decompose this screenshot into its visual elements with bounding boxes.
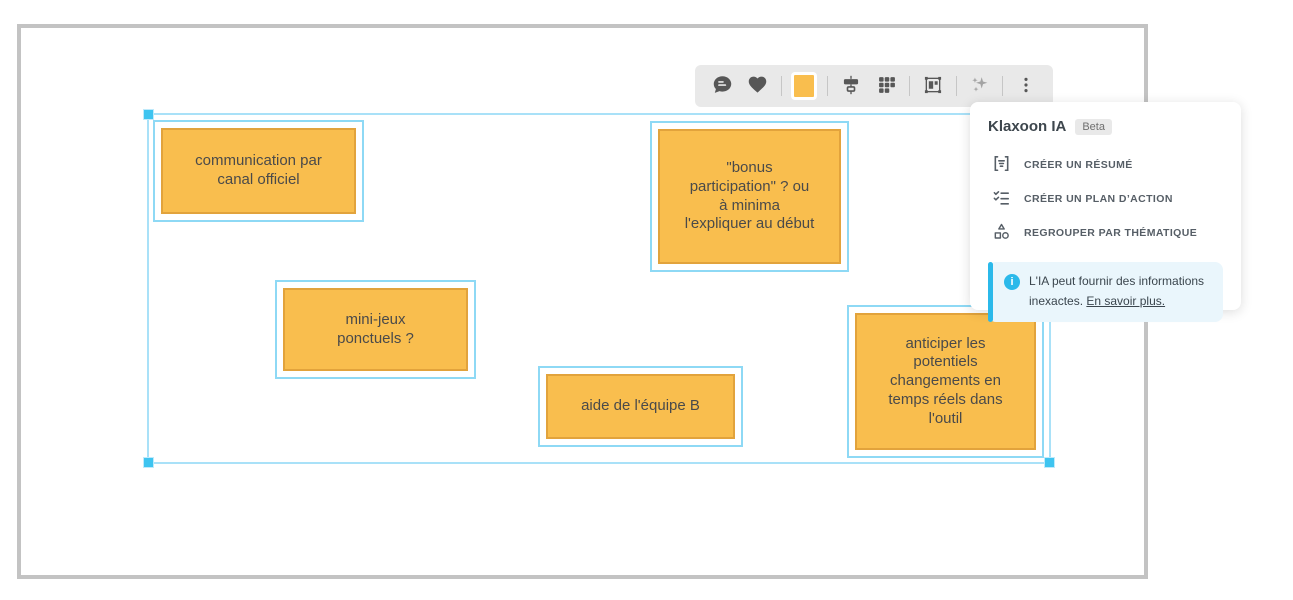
sticky-note-body[interactable]: anticiper les potentiels changements en … (855, 313, 1036, 450)
sticky-note-body[interactable]: mini-jeux ponctuels ? (283, 288, 468, 371)
align-button[interactable] (838, 73, 864, 99)
sticky-note-text: anticiper les potentiels changements en … (888, 334, 1003, 427)
ai-disclaimer: i L'IA peut fournir des informations ine… (988, 262, 1223, 322)
more-icon (1017, 76, 1035, 97)
sticky-note-body[interactable]: "bonus participation" ? ou à minima l'ex… (658, 129, 841, 264)
menu-item-label: CRÉER UN RÉSUMÉ (1024, 159, 1133, 171)
menu-item-group-by-theme[interactable]: REGROUPER PAR THÉMATIQUE (988, 216, 1223, 250)
ai-menu: CRÉER UN RÉSUMÉ CRÉER UN PLAN D’ACTION R… (988, 148, 1223, 250)
toolbar-divider (955, 76, 957, 96)
group-theme-icon (992, 222, 1011, 244)
comment-button[interactable] (709, 73, 735, 99)
sticky-note-text: mini-jeux ponctuels ? (337, 310, 414, 347)
menu-item-create-summary[interactable]: CRÉER UN RÉSUMÉ (988, 148, 1223, 182)
menu-item-label: REGROUPER PAR THÉMATIQUE (1024, 227, 1198, 239)
beta-badge: Beta (1075, 118, 1112, 135)
selection-handle-top-left[interactable] (143, 109, 154, 120)
heart-icon (747, 74, 768, 98)
panel-header: Klaxoon IA Beta (988, 118, 1223, 135)
sticky-note-text: communication par canal officiel (195, 152, 322, 188)
color-swatch (791, 72, 818, 100)
comment-icon (712, 74, 733, 98)
like-button[interactable] (745, 73, 771, 99)
sticky-note[interactable]: anticiper les potentiels changements en … (847, 305, 1044, 458)
sticky-note-body[interactable]: aide de l'équipe B (546, 374, 735, 439)
more-options-button[interactable] (1013, 73, 1039, 99)
toolbar-divider (827, 76, 828, 96)
sticky-note-text: "bonus participation" ? ou à minima l'ex… (684, 159, 815, 233)
selection-toolbar (695, 65, 1053, 107)
disclaimer-accent-bar (988, 262, 993, 322)
action-plan-icon (992, 188, 1011, 210)
learn-more-link[interactable]: En savoir plus. (1086, 293, 1166, 308)
sticky-note[interactable]: "bonus participation" ? ou à minima l'ex… (650, 121, 849, 272)
panel-title: Klaxoon IA (988, 118, 1067, 135)
klaxoon-ai-panel: Klaxoon IA Beta CRÉER UN RÉSUMÉ CRÉER UN… (970, 102, 1241, 322)
ai-button[interactable] (967, 73, 993, 99)
sticky-note[interactable]: aide de l'équipe B (538, 366, 743, 447)
frame-button[interactable] (920, 73, 946, 99)
color-swatch-button[interactable] (791, 72, 818, 100)
toolbar-divider (780, 76, 782, 96)
selection-handle-bottom-right[interactable] (1044, 457, 1055, 468)
sticky-note[interactable]: mini-jeux ponctuels ? (275, 280, 476, 379)
align-icon (841, 75, 861, 98)
grid-arrange-button[interactable] (874, 73, 900, 99)
menu-item-create-action-plan[interactable]: CRÉER UN PLAN D’ACTION (988, 182, 1223, 216)
info-icon: i (1004, 274, 1020, 290)
disclaimer-text: L'IA peut fournir des informations inexa… (1029, 274, 1205, 308)
toolbar-divider (1002, 76, 1004, 96)
summary-icon (992, 154, 1011, 176)
sticky-note[interactable]: communication par canal officiel (153, 120, 364, 222)
grid-icon (877, 75, 897, 98)
frame-icon (923, 75, 943, 98)
ai-sparkles-icon (969, 74, 990, 98)
sticky-note-body[interactable]: communication par canal officiel (161, 128, 356, 214)
sticky-note-text: aide de l'équipe B (581, 397, 700, 415)
selection-handle-bottom-left[interactable] (143, 457, 154, 468)
menu-item-label: CRÉER UN PLAN D’ACTION (1024, 193, 1173, 205)
toolbar-divider (909, 76, 911, 96)
